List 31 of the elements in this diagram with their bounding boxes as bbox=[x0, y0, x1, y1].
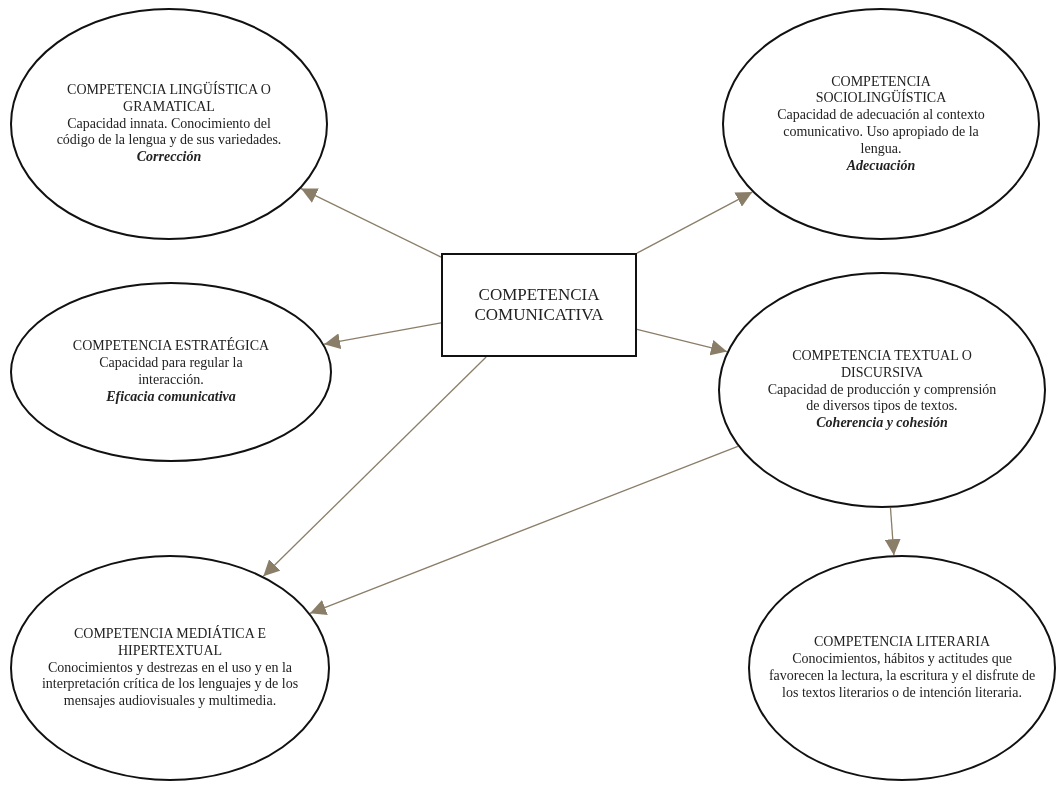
arrow bbox=[636, 191, 753, 254]
description-text: Capacidad para regular la interacción. bbox=[98, 355, 244, 389]
description-text: Capacidad innata. Conocimiento del código de la lengua y de sus variedades. bbox=[55, 115, 283, 150]
heading-text: COMPETENCIA LINGÜÍSTICA O GRAMATICAL bbox=[66, 82, 272, 116]
description-text: Conocimientos, hábitos y actitudes que favorecen la lectura, la escritura y el disfrute de los textos literarios o de intención literaria. bbox=[767, 651, 1037, 702]
heading-text: COMPETENCIA TEXTUAL O DISCURSIVA bbox=[791, 348, 973, 382]
competence-ellipse bbox=[10, 282, 332, 462]
arrow bbox=[884, 507, 901, 556]
description-text: Capacidad de adecuación al contexto comunicativo. Uso apropiado de la lengua. bbox=[776, 107, 986, 158]
description-text: Conocimientos y destrezas en el uso y en la interpretación crítica de los lenguajes y de los mensajes audiovisuales y multimedia. bbox=[40, 659, 300, 710]
competence-ellipse bbox=[10, 555, 330, 781]
competence-ellipse bbox=[718, 272, 1046, 508]
competence-ellipse bbox=[10, 8, 328, 240]
keyword-text: Coherencia y cohesión bbox=[816, 415, 948, 432]
heading-text: COMPETENCIA ESTRATÉGICA bbox=[72, 338, 270, 356]
arrow bbox=[323, 322, 442, 350]
competence-ellipse bbox=[748, 555, 1056, 781]
arrow bbox=[309, 445, 739, 615]
arrow bbox=[262, 356, 487, 577]
keyword-text: Adecuación bbox=[846, 157, 916, 175]
keyword-text: Corrección bbox=[136, 149, 202, 166]
heading-text: COMPETENCIA LITERARIA bbox=[813, 634, 991, 652]
competence-ellipse bbox=[722, 8, 1040, 240]
description-text: Capacidad de producción y comprensión de diversos tipos de textos. bbox=[766, 381, 998, 416]
heading-text: COMPETENCIA MEDIÁTICA E HIPERTEXTUAL bbox=[72, 626, 268, 660]
arrow bbox=[300, 187, 442, 258]
keyword-text: Eficacia comunicativa bbox=[106, 388, 236, 406]
heading-text: COMPETENCIA COMUNICATIVA bbox=[473, 284, 605, 326]
central-box bbox=[441, 253, 637, 357]
heading-text: COMPETENCIA SOCIOLINGÜÍSTICA bbox=[814, 73, 948, 108]
arrow bbox=[636, 328, 728, 356]
